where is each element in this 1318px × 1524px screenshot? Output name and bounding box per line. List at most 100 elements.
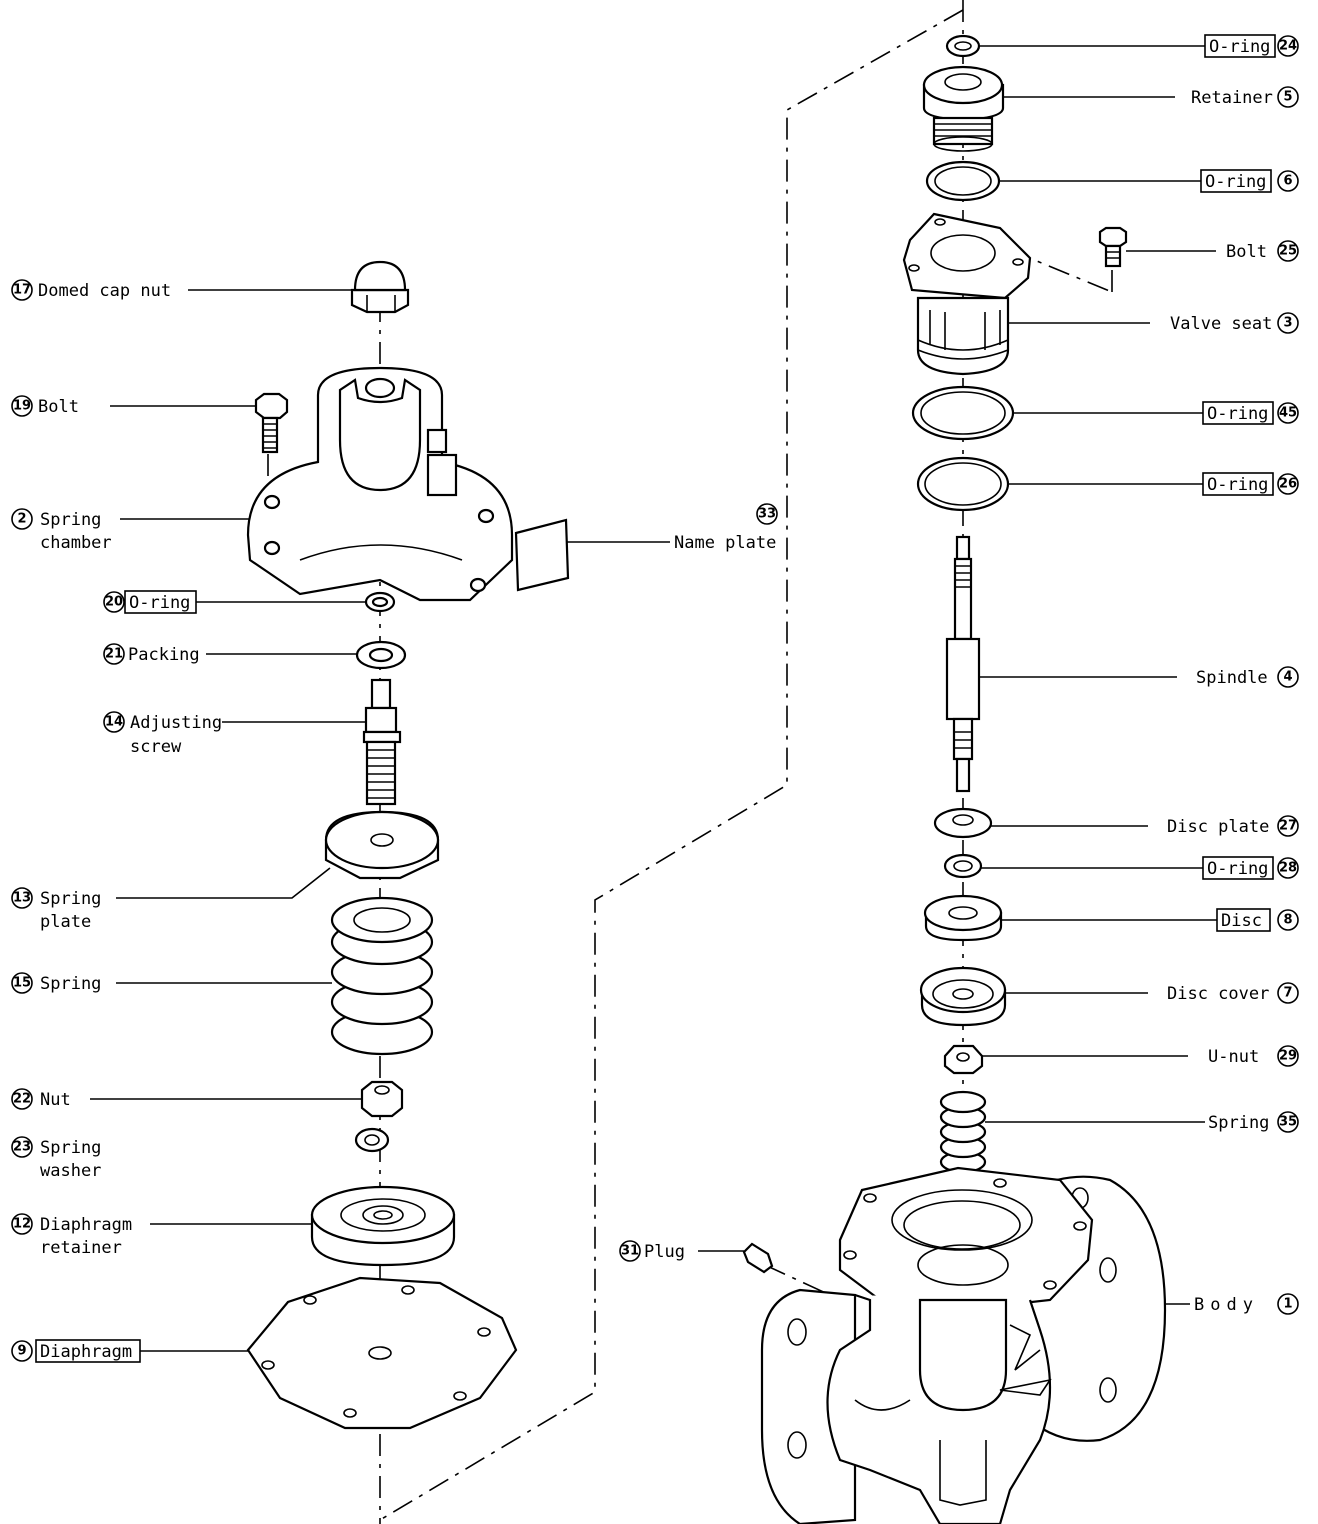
disc-cover-part — [919, 966, 1007, 1027]
callout-label: Valve seat — [1170, 314, 1272, 334]
callout-number: 22 — [13, 1092, 31, 1107]
callout-number: 3 — [1283, 316, 1292, 331]
bolt-19-part — [254, 392, 289, 454]
callout-retainer: Retainer 5 — [1191, 86, 1299, 108]
callout-spring-15: 15 Spring — [11, 972, 101, 994]
callout-label: Disc plate — [1167, 817, 1269, 837]
callout-plug: 31 Plug — [619, 1240, 685, 1262]
callout-label: Name plate — [674, 533, 776, 553]
nut-22-part — [360, 1080, 404, 1118]
callout-label: Nut — [40, 1090, 71, 1110]
callout-label: Diaphragm — [40, 1215, 132, 1235]
callout-number: 7 — [1283, 986, 1292, 1001]
callout-label: Diaphragm — [40, 1342, 132, 1362]
callout-label: Spring — [40, 510, 101, 530]
callout-o-ring-20: 20 O-ring — [103, 590, 197, 614]
callout-label: Packing — [128, 645, 200, 665]
callout-label: Bolt — [38, 397, 79, 417]
spring-washer-part — [354, 1127, 390, 1153]
leader-lines — [90, 45, 1217, 1352]
callout-packing: 21 Packing — [103, 643, 200, 665]
callout-number: 14 — [105, 715, 123, 730]
o-ring-45-part — [911, 385, 1015, 441]
spring-plate-part — [324, 810, 440, 880]
callout-number: 20 — [105, 595, 123, 610]
callout-u-nut: U-nut 29 — [1208, 1045, 1299, 1067]
domed-cap-nut-part — [350, 260, 410, 314]
callout-number: 23 — [13, 1140, 31, 1155]
o-ring-24-part — [945, 34, 981, 58]
callout-label: O-ring — [1207, 475, 1268, 495]
callout-label: Domed cap nut — [38, 281, 171, 301]
callout-number: 21 — [105, 647, 123, 662]
callout-o-ring-45: O-ring 45 — [1202, 401, 1299, 425]
plug-part — [742, 1242, 774, 1274]
callout-number: 15 — [13, 976, 31, 991]
callout-label: O-ring — [1209, 37, 1270, 57]
callout-label-line2: chamber — [40, 533, 112, 553]
adjusting-screw-part — [362, 678, 402, 806]
callout-label: Body — [1194, 1295, 1259, 1315]
callout-number: 6 — [1283, 174, 1292, 189]
callout-label-line2: plate — [40, 912, 91, 932]
callout-label: Spring — [1208, 1113, 1269, 1133]
callout-bolt-19: 19 Bolt — [11, 395, 79, 417]
callout-number: 8 — [1283, 913, 1292, 928]
o-ring-20-part — [364, 591, 396, 613]
callout-label: O-ring — [1207, 859, 1268, 879]
callout-number: 1 — [1283, 1297, 1292, 1312]
callout-diaphragm: 9 Diaphragm — [11, 1339, 141, 1363]
callout-label: Disc — [1221, 911, 1262, 931]
callout-label: Disc cover — [1167, 984, 1269, 1004]
callout-label: Retainer — [1191, 88, 1273, 108]
disc-part — [923, 894, 1003, 942]
callout-label: Spring — [40, 889, 101, 909]
callout-label: Bolt — [1226, 242, 1267, 262]
callout-label: Spindle — [1196, 668, 1268, 688]
o-ring-28-part — [943, 853, 983, 879]
callout-o-ring-28: O-ring 28 — [1202, 856, 1299, 880]
callout-number: 12 — [13, 1217, 31, 1232]
callout-number: 27 — [1279, 819, 1297, 834]
callout-number: 13 — [13, 891, 31, 906]
callout-domed-cap-nut: 17 Domed cap nut — [11, 279, 171, 301]
callout-label: O-ring — [129, 593, 190, 613]
callout-label: Spring — [40, 1138, 101, 1158]
o-ring-6-part — [925, 160, 1001, 202]
callout-o-ring-6: O-ring 6 — [1200, 169, 1299, 193]
spindle-part — [945, 535, 981, 793]
callout-number: 26 — [1279, 477, 1297, 492]
callout-number: 9 — [17, 1344, 26, 1359]
diaphragm-retainer-part — [310, 1185, 456, 1267]
spring-15-part — [330, 896, 434, 1056]
callout-number: 17 — [13, 283, 31, 298]
callout-label: O-ring — [1205, 172, 1266, 192]
spring-35-part — [939, 1090, 987, 1174]
spring-chamber-part — [246, 366, 514, 602]
callout-spring-plate: 13 Spring plate — [11, 887, 101, 932]
callout-label-line2: retainer — [40, 1238, 122, 1258]
callout-label: Spring — [40, 974, 101, 994]
callout-label-line2: screw — [130, 737, 182, 757]
valve-body-part — [760, 1166, 1167, 1524]
diaphragm-part — [246, 1276, 518, 1430]
callout-disc: Disc 8 — [1216, 908, 1299, 932]
valve-seat-part — [902, 212, 1032, 376]
o-ring-26-part — [916, 456, 1010, 512]
callout-label: Adjusting — [130, 713, 222, 733]
retainer-part — [922, 65, 1005, 152]
bolt-25-part — [1098, 226, 1128, 268]
callout-number: 5 — [1283, 90, 1292, 105]
callout-label: Plug — [644, 1242, 685, 1262]
callout-number: 28 — [1279, 861, 1297, 876]
callout-number: 4 — [1283, 670, 1292, 685]
packing-21-part — [355, 640, 407, 670]
callout-label: U-nut — [1208, 1047, 1259, 1067]
callout-disc-plate: Disc plate 27 — [1167, 815, 1299, 837]
callout-number: 19 — [13, 399, 31, 414]
callout-adjusting-screw: 14 Adjusting screw — [103, 711, 222, 757]
callout-body: Body 1 — [1194, 1293, 1299, 1315]
callout-number: 2 — [17, 512, 26, 527]
callout-spring-washer: 23 Spring washer — [11, 1136, 101, 1181]
